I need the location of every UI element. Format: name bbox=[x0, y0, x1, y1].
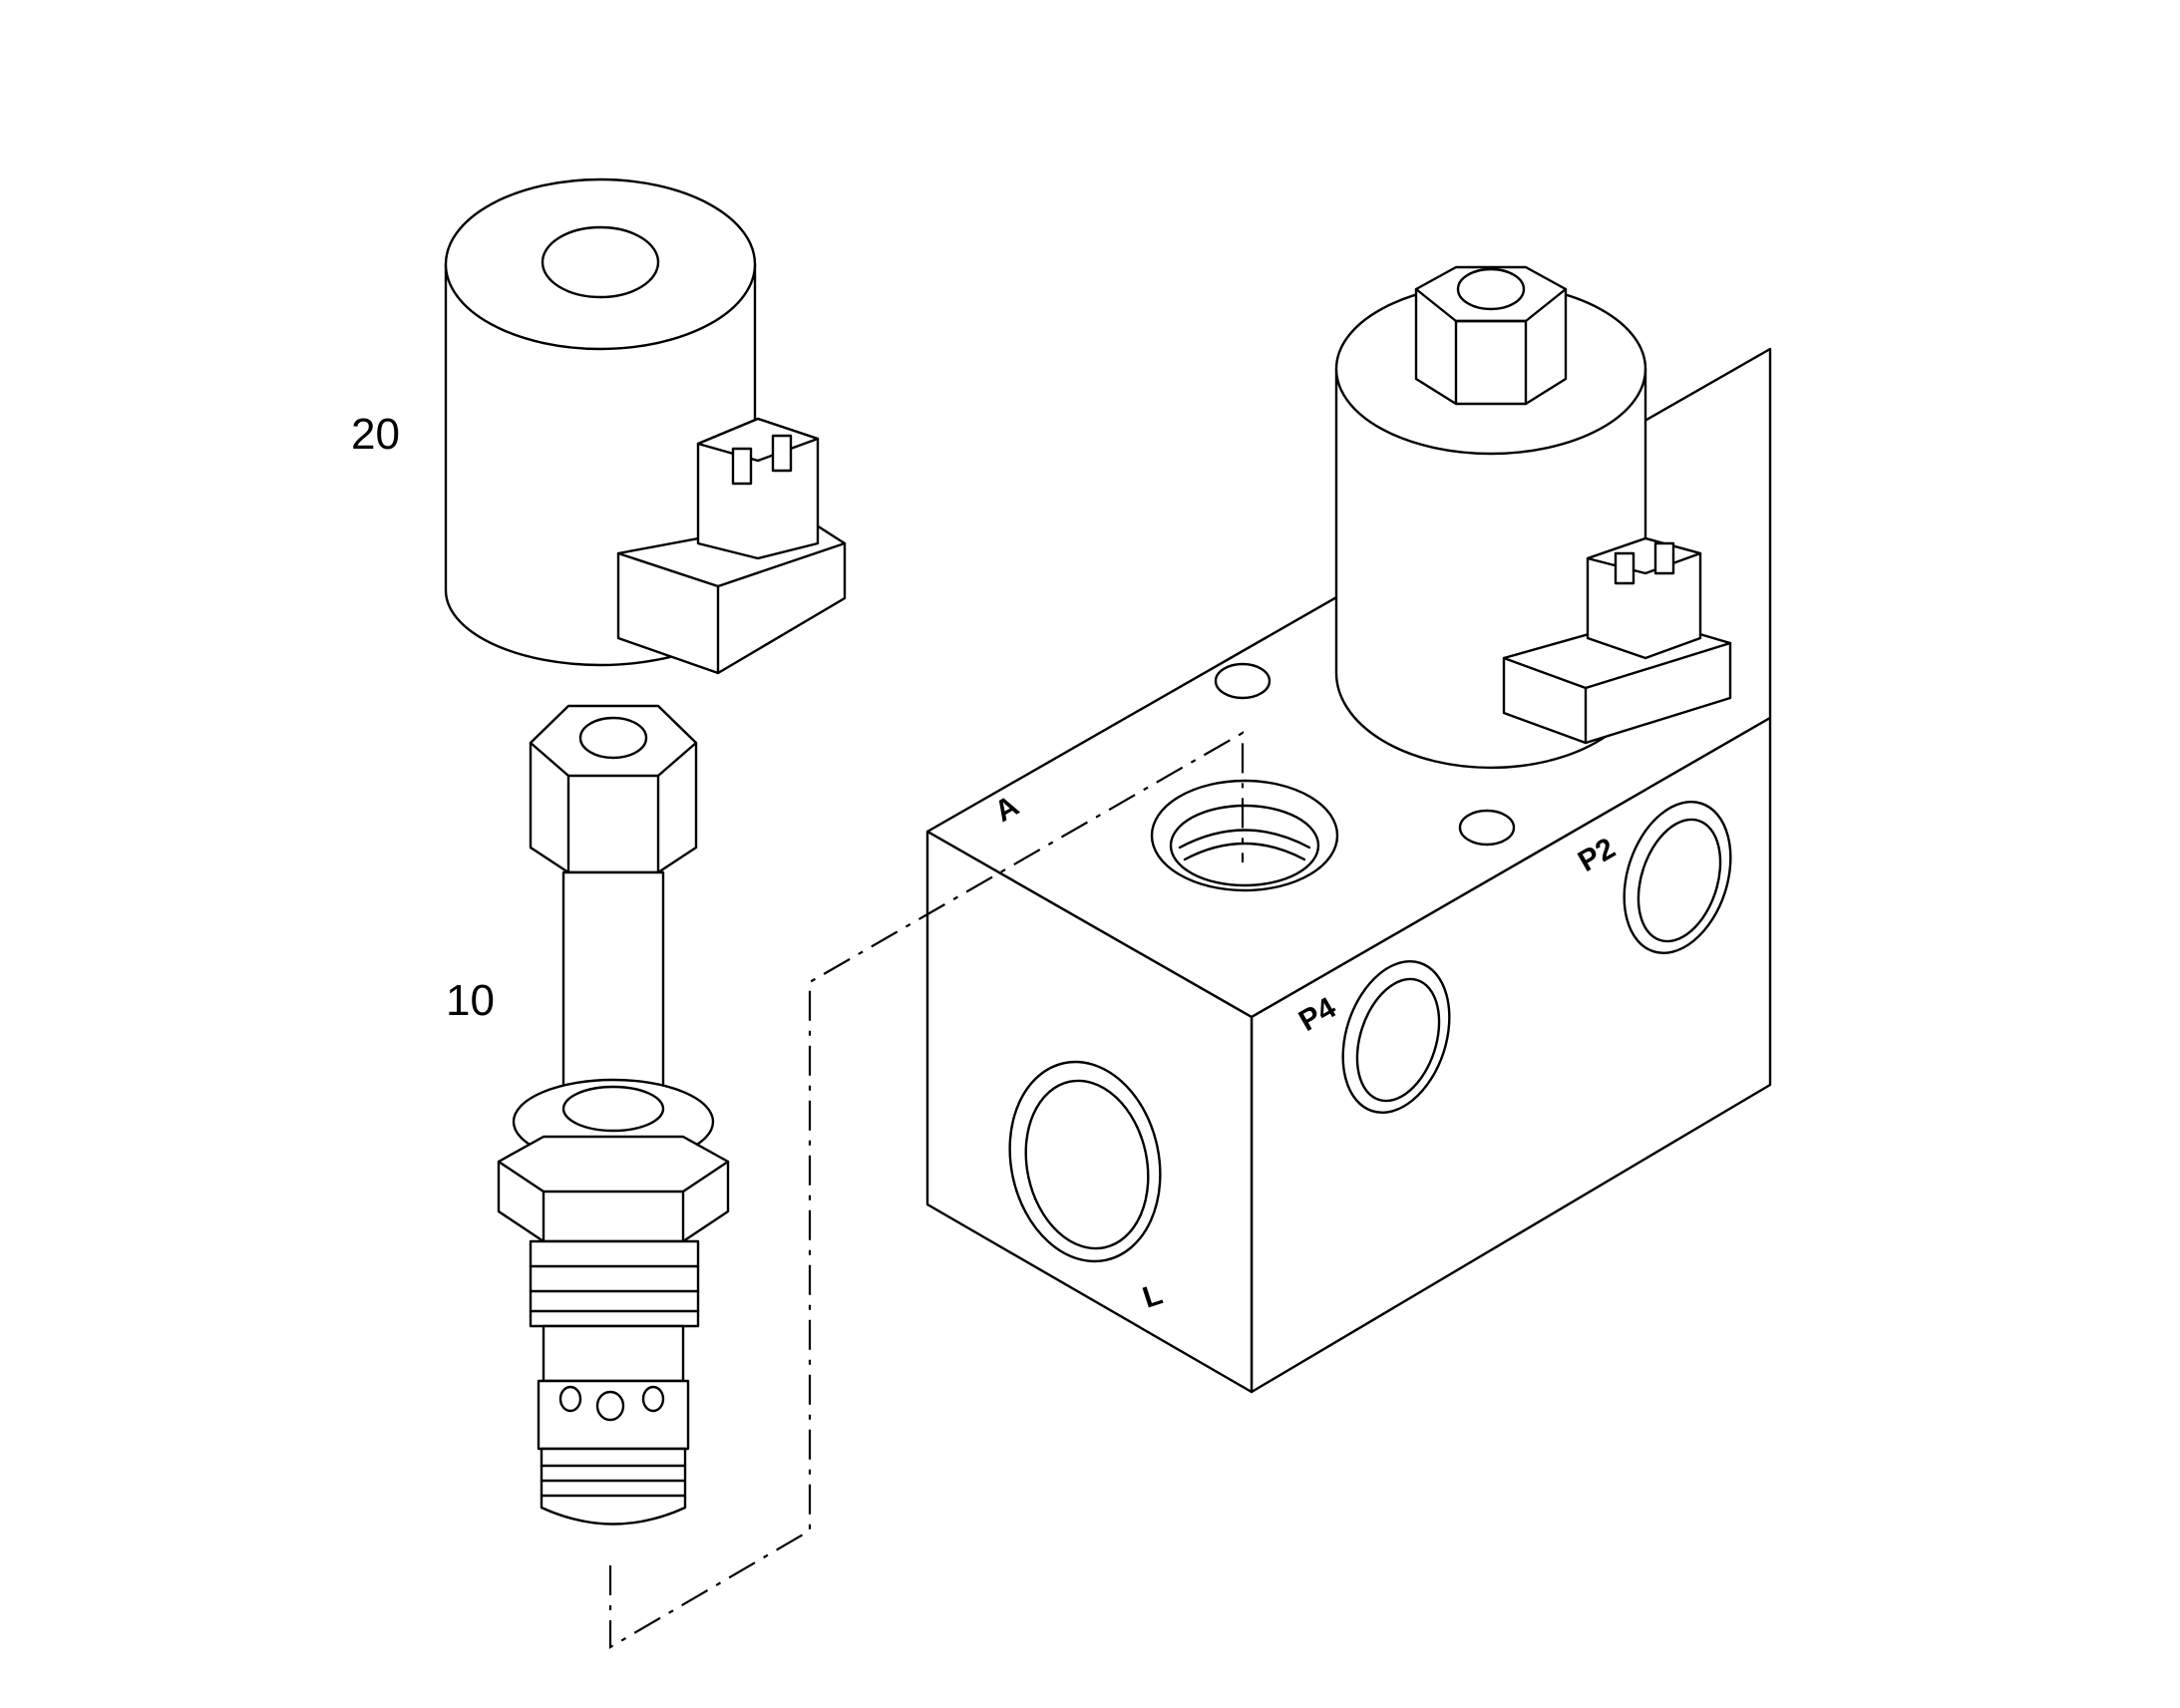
assembly-centerline bbox=[608, 731, 1245, 1649]
cartridge-part-10 bbox=[497, 704, 730, 1526]
callout-10: 10 bbox=[446, 976, 495, 1025]
mounted-coil bbox=[1334, 265, 1732, 770]
callout-20: 20 bbox=[351, 410, 400, 459]
coil-part-20 bbox=[444, 177, 847, 675]
